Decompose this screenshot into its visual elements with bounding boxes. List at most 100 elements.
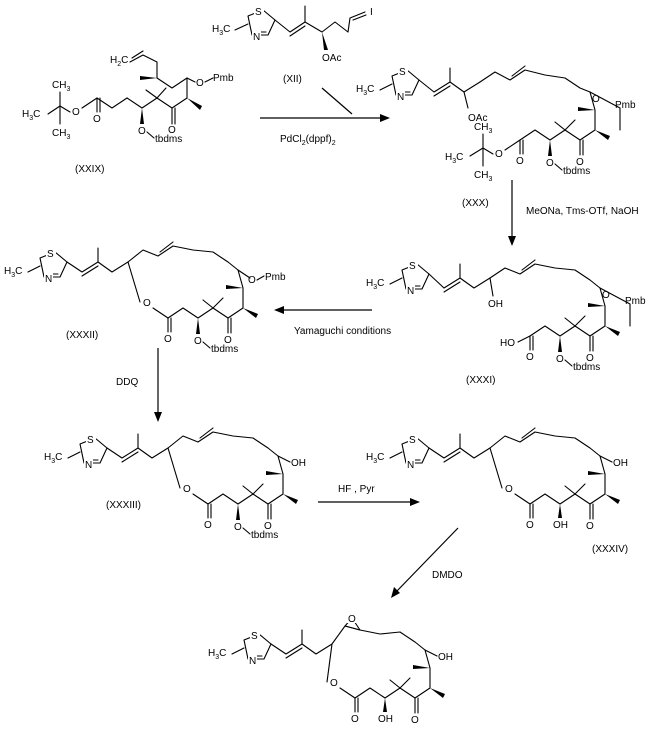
- ketone-o: O: [168, 125, 176, 136]
- methyl-label: H3C: [208, 648, 226, 661]
- condition-meona: MeONa, Tms-OTf, NaOH: [526, 206, 639, 217]
- oh-label: OH: [438, 652, 453, 663]
- methyl-label: H3C: [4, 266, 22, 279]
- ester-o: O: [93, 114, 101, 125]
- compound-label-xii: (XII): [283, 74, 302, 85]
- thiazole-s: S: [409, 435, 416, 446]
- ketone-o: O: [224, 335, 232, 346]
- tbu-ch3-top: CH3: [52, 80, 70, 93]
- ester-o: O: [516, 156, 524, 167]
- condition-yamaguchi: Yamaguchi conditions: [294, 326, 391, 337]
- tbdms-label: tbdms: [563, 166, 590, 177]
- compound-epoxide-structure: S N H3C O OH O OH O O: [208, 613, 453, 726]
- o-pmb-o: O: [602, 290, 610, 301]
- lactone-carbonyl-o: O: [351, 714, 359, 725]
- thiazole-s: S: [399, 67, 406, 78]
- arrow-yamaguchi: Yamaguchi conditions: [274, 306, 391, 337]
- thiazole-s: S: [47, 249, 54, 260]
- tbdms-label: tbdms: [573, 362, 600, 373]
- arrow-hf-pyr: HF , Pyr: [318, 484, 420, 506]
- lactone-ring-o: O: [183, 484, 191, 495]
- ketone-o: O: [576, 157, 584, 168]
- thiazole-s: S: [255, 7, 262, 18]
- h2c-label: H2C: [110, 55, 128, 68]
- thiazole-s: S: [409, 261, 416, 272]
- oh-label: OH: [613, 458, 628, 469]
- pmb-label: Pmb: [615, 100, 636, 111]
- ester-oalkyl: O: [495, 149, 503, 160]
- pmb-label: Pmb: [625, 296, 646, 307]
- tbdms-label: tbdms: [211, 344, 238, 355]
- tbdms-label: tbdms: [251, 530, 278, 541]
- compound-xxxii-structure: S N H3C O Pmb O O tbdms O O (XXXII): [4, 241, 286, 355]
- compound-label-xxxiii: (XXXIII): [106, 500, 141, 511]
- oh-label-2: OH: [378, 714, 393, 725]
- condition-hf-pyr: HF , Pyr: [338, 484, 375, 495]
- compound-xii-structure: S N H3C OAc I (XII): [212, 5, 373, 85]
- compound-label-xxxii: (XXXII): [66, 330, 98, 341]
- arrow-deprotection: MeONa, Tms-OTf, NaOH: [508, 180, 639, 246]
- methyl-label: H3C: [366, 452, 384, 465]
- oh-label-2: OH: [553, 520, 568, 531]
- iodide-label: I: [370, 7, 373, 18]
- condition-dmdo: DMDO: [432, 570, 463, 581]
- tbu-ch3-left: H3C: [445, 152, 463, 165]
- lactone-ring-o: O: [330, 678, 338, 689]
- pmb-label: Pmb: [265, 272, 286, 283]
- tbu-ch3-bottom: CH3: [52, 128, 70, 141]
- o-pmb-o: O: [248, 275, 256, 286]
- tbu-ch3-bottom: CH3: [474, 170, 492, 183]
- epoxide-o: O: [348, 614, 356, 625]
- o-pmb-o: O: [592, 94, 600, 105]
- thiazole-n: N: [253, 32, 260, 43]
- compound-xxxiv-structure: S N H3C OH O OH O O (XXXIV): [366, 427, 628, 555]
- ketone-o: O: [586, 521, 594, 532]
- condition-ddq: DDQ: [116, 377, 138, 388]
- oh-label: OH: [291, 458, 306, 469]
- methyl-label: H3C: [356, 84, 374, 97]
- compound-label-xxx: (XXX): [462, 198, 489, 209]
- thiazole-n: N: [85, 460, 92, 471]
- otbdms-o: O: [234, 522, 242, 533]
- compound-xxxi-structure: S N H3C OH O Pmb O O tbdms O HO (XXXI): [366, 259, 646, 386]
- pmb-label: Pmb: [213, 73, 234, 84]
- tbdms-label: tbdms: [155, 134, 182, 145]
- lactone-carbonyl-o: O: [204, 520, 212, 531]
- methyl-label: H3C: [212, 24, 230, 37]
- ketone-o: O: [264, 521, 272, 532]
- ester-oalkyl: O: [72, 107, 80, 118]
- oac-label: OAc: [322, 53, 341, 64]
- lactone-ring-o: O: [143, 298, 151, 309]
- thiazole-s: S: [251, 631, 258, 642]
- thiazole-n: N: [407, 286, 414, 297]
- lactone-carbonyl-o: O: [526, 520, 534, 531]
- condition-pdcl2: PdCl2(dppf)2: [280, 134, 336, 147]
- compound-xxix-structure: H2C O Pmb O O tbdms O O CH3: [22, 50, 234, 175]
- acid-ho: HO: [500, 338, 515, 349]
- arrow-dmdo: DMDO: [391, 527, 463, 598]
- ketone-o: O: [411, 715, 419, 726]
- tbu-ch3-top: CH3: [474, 122, 492, 135]
- oh-label: OH: [488, 299, 503, 310]
- arrow-coupling: PdCl2(dppf)2: [260, 87, 390, 147]
- methyl-label: H3C: [366, 278, 384, 291]
- oac-label: OAc: [468, 113, 487, 124]
- methyl-label: H3C: [44, 452, 62, 465]
- tbu-ch3-left: H3C: [22, 109, 40, 122]
- otbdms-o: O: [194, 336, 202, 347]
- otbdms-o: O: [138, 126, 146, 137]
- ketone-o: O: [586, 353, 594, 364]
- compound-label-xxxiv: (XXXIV): [592, 544, 628, 555]
- arrow-ddq: DDQ: [116, 348, 162, 422]
- thiazole-n: N: [45, 274, 52, 285]
- compound-label-xxxi: (XXXI): [466, 375, 495, 386]
- compound-label-xxix: (XXIX): [75, 164, 104, 175]
- otbdms-o: O: [546, 158, 554, 169]
- compound-xxx-structure: S N H3C OAc O Pmb O O tbdms O O: [356, 65, 636, 209]
- acid-o: O: [526, 352, 534, 363]
- lactone-ring-o: O: [505, 484, 513, 495]
- lactone-carbonyl-o: O: [164, 334, 172, 345]
- thiazole-s: S: [87, 435, 94, 446]
- otbdms-o: O: [556, 354, 564, 365]
